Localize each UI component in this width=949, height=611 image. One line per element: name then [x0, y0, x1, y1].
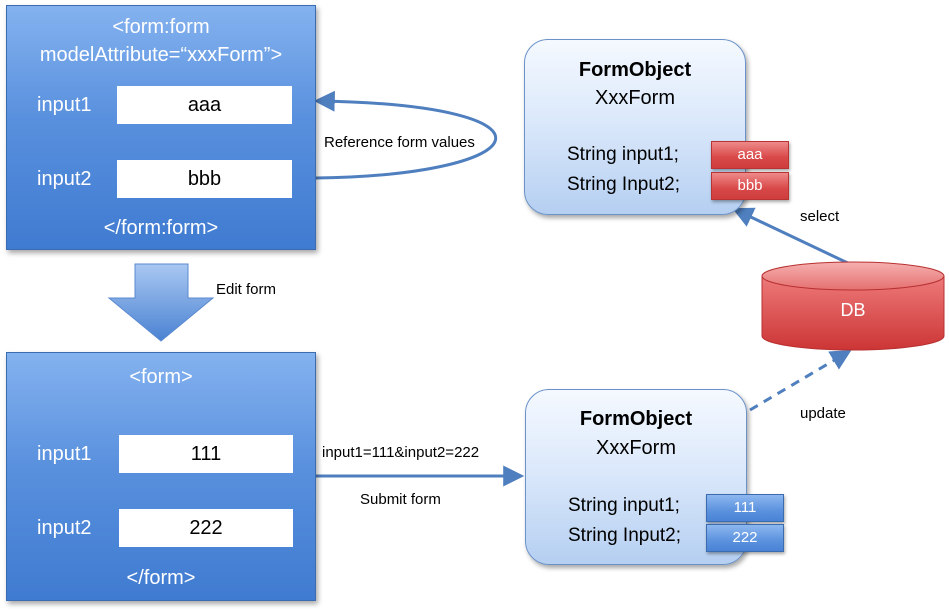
- top-form-object-field2: String Input2;: [567, 174, 681, 195]
- bottom-value2-chip: 222: [706, 524, 784, 552]
- bottom-form-object-class: XxxForm: [596, 437, 676, 459]
- top-input1-label: input1: [37, 94, 92, 116]
- bottom-form-object-field1: String input1;: [568, 495, 680, 516]
- top-input2-label: input2: [37, 168, 92, 190]
- bottom-value1-chip: 111: [706, 494, 784, 522]
- submit-form-label: Submit form: [360, 491, 441, 508]
- bottom-input1-field[interactable]: 111: [119, 435, 293, 473]
- update-label: update: [800, 405, 846, 422]
- select-arrow: [732, 207, 853, 267]
- top-input2-field[interactable]: bbb: [117, 160, 292, 198]
- bottom-form-object-title: FormObject: [579, 408, 693, 430]
- top-value2-chip: bbb: [711, 172, 789, 200]
- bottom-input1-label: input1: [37, 443, 92, 465]
- reference-form-values-label: Reference form values: [324, 134, 475, 151]
- top-form-object-title: FormObject: [578, 59, 692, 81]
- top-form-object-class: XxxForm: [595, 87, 675, 109]
- bottom-form-panel: <form> input1 111 input2 222 </form>: [6, 352, 316, 601]
- db-label: DB: [840, 300, 866, 320]
- bottom-form-open-tag: <form>: [129, 366, 193, 388]
- top-form-open-tag-line2: modelAttribute=“xxxForm”>: [39, 44, 283, 66]
- db-cylinder: [761, 261, 945, 351]
- top-form-object: FormObject XxxForm String input1; String…: [524, 39, 746, 215]
- top-form-close-tag: </form:form>: [103, 217, 219, 239]
- reference-arrow: [313, 90, 497, 180]
- top-form-open-tag-line1: <form:form: [112, 16, 210, 38]
- top-input1-field[interactable]: aaa: [117, 86, 292, 124]
- top-value1-chip: aaa: [711, 141, 789, 169]
- query-string-label: input1=111&input2=222: [322, 444, 480, 461]
- top-form-panel: <form:form modelAttribute=“xxxForm”> inp…: [6, 5, 316, 250]
- update-arrow: [749, 349, 852, 412]
- select-label: select: [800, 208, 840, 225]
- bottom-form-close-tag: </form>: [126, 567, 196, 589]
- edit-form-label: Edit form: [216, 281, 277, 298]
- edit-form-down-arrow: [107, 263, 215, 342]
- bottom-input2-field[interactable]: 222: [119, 509, 293, 547]
- top-form-object-field1: String input1;: [567, 144, 679, 165]
- bottom-form-object-field2: String Input2;: [568, 525, 682, 546]
- bottom-input2-label: input2: [37, 517, 92, 539]
